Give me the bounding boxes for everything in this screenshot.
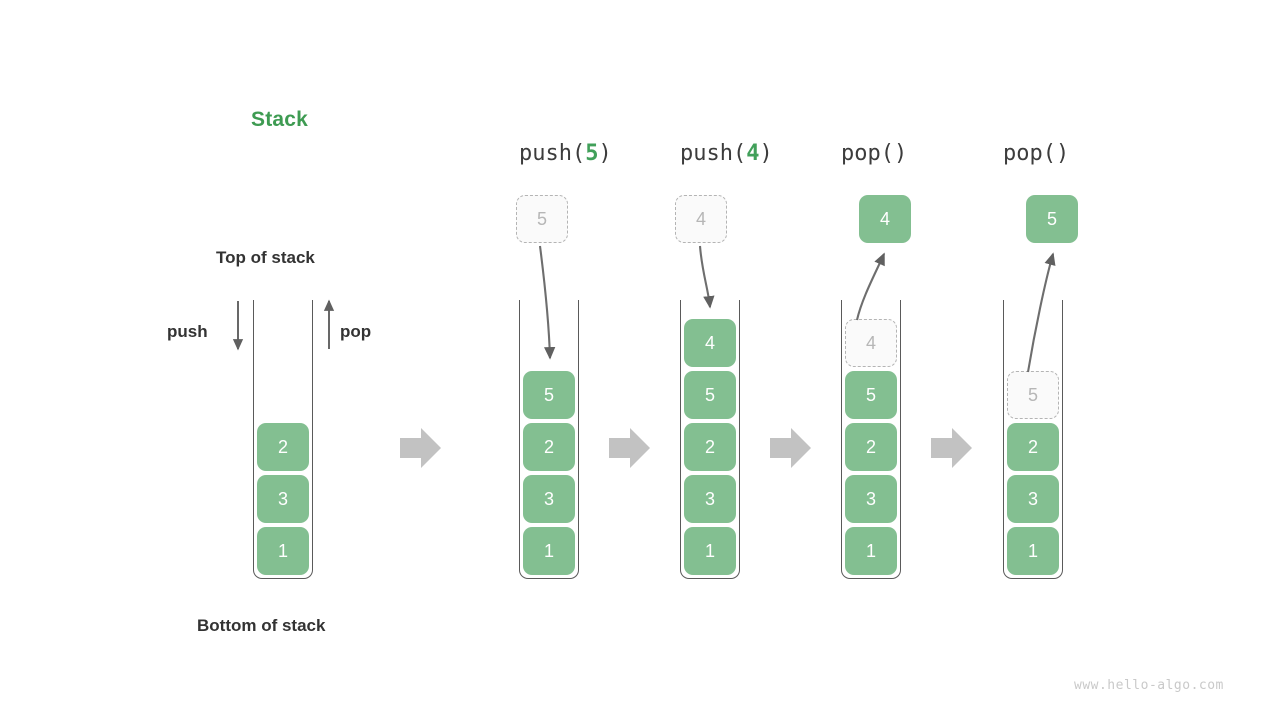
incoming-element-ghost: 4 [675,195,727,243]
op-text-prefix: push( [680,141,747,166]
top-of-stack-label: Top of stack [216,248,315,267]
page-title: Stack [251,108,309,131]
stack-cell: 1 [1007,527,1059,575]
operation-label-pop-2: pop() [1003,141,1069,166]
popped-element: 4 [859,195,911,243]
op-text-suffix: ) [759,141,773,166]
stack-cell: 1 [845,527,897,575]
stack-cell: 1 [684,527,736,575]
stack-cell: 4 [684,319,736,367]
transition-arrow-2 [609,428,650,468]
op-text-suffix: ) [598,141,612,166]
popped-element: 5 [1026,195,1078,243]
stack-container-initial [253,300,313,579]
op-arg: 4 [746,141,760,166]
operation-label-push-5: push(5) [519,141,612,166]
incoming-element-ghost: 5 [516,195,568,243]
operation-label-push-4: push(4) [680,141,773,166]
op-text-suffix: ) [1055,141,1070,166]
stack-cell: 2 [1007,423,1059,471]
op-text-suffix: ) [893,141,908,166]
stack-container-after-pop-5 [1003,300,1063,579]
stack-container-after-push-4 [680,300,740,579]
stack-cell: 1 [523,527,575,575]
bottom-of-stack-label: Bottom of stack [197,616,326,635]
transition-arrow-4 [931,428,972,468]
op-text-prefix: push( [519,141,586,166]
operation-label-pop-1: pop() [841,141,907,166]
transition-arrow-1 [400,428,441,468]
op-text-prefix: pop( [1003,141,1056,166]
stack-cell-ghost: 5 [1007,371,1059,419]
stack-cell: 2 [523,423,575,471]
stack-cell: 2 [257,423,309,471]
push-label: push [167,322,208,341]
stack-cell: 3 [845,475,897,523]
op-arg: 5 [585,141,599,166]
transition-arrow-3 [770,428,811,468]
stack-cell: 2 [845,423,897,471]
push-4-flow-arrow [698,245,715,309]
stack-cell: 5 [684,371,736,419]
op-text-prefix: pop( [841,141,894,166]
stack-container-after-pop-4 [841,300,901,579]
stack-cell: 5 [523,371,575,419]
stack-cell: 3 [257,475,309,523]
stack-cell: 2 [684,423,736,471]
pop-label: pop [340,322,372,341]
stack-cell: 3 [1007,475,1059,523]
stack-cell-ghost: 4 [845,319,897,367]
stack-cell: 3 [684,475,736,523]
stack-cell: 3 [523,475,575,523]
watermark: www.hello-algo.com [1074,678,1224,693]
stack-cell: 5 [845,371,897,419]
stack-cell: 1 [257,527,309,575]
stack-container-after-push-5 [519,300,579,579]
